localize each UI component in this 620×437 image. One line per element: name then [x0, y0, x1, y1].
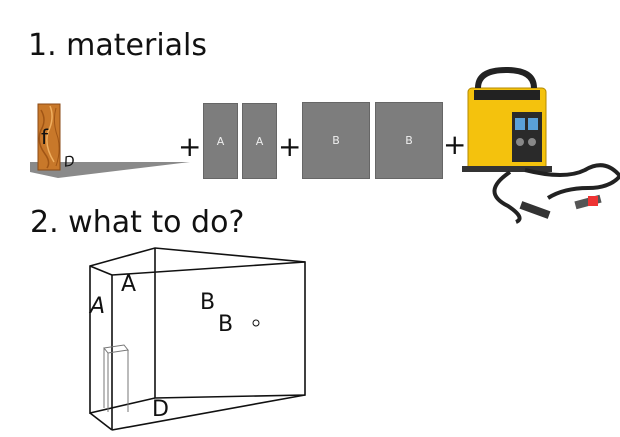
- plate-a-2: A: [242, 103, 277, 179]
- diagram-label-d: D: [152, 397, 169, 422]
- base-label: D: [62, 153, 76, 171]
- plate-b-1: B: [302, 102, 370, 179]
- section2-heading: 2. what to do?: [30, 205, 245, 240]
- plus-sign-2: +: [278, 130, 302, 163]
- base-plate-d: [30, 162, 190, 178]
- diagram-label-a-top: A: [121, 272, 137, 297]
- inner-prism: [103, 344, 129, 412]
- section1-heading: 1. materials: [28, 28, 208, 63]
- diagram-label-b-top: B: [200, 290, 216, 315]
- hole-mark: [252, 319, 260, 327]
- diagram-label-a-left: A: [90, 294, 106, 319]
- plus-sign-3: +: [443, 128, 467, 161]
- plate-b-1-label: B: [332, 134, 340, 147]
- box-wireframe: [89, 247, 306, 431]
- plate-b-2-label: B: [405, 134, 413, 147]
- plate-a-1: A: [203, 103, 238, 179]
- welding-machine-icon: [462, 66, 620, 224]
- wood-label: f: [41, 125, 49, 149]
- plate-a-1-label: A: [216, 134, 225, 148]
- plate-a-2-label: A: [255, 134, 264, 148]
- plate-b-2: B: [375, 102, 443, 179]
- diagram-label-b-lower: B: [218, 312, 234, 337]
- wood-plank-icon: [37, 103, 61, 171]
- plus-sign-1: +: [178, 130, 202, 163]
